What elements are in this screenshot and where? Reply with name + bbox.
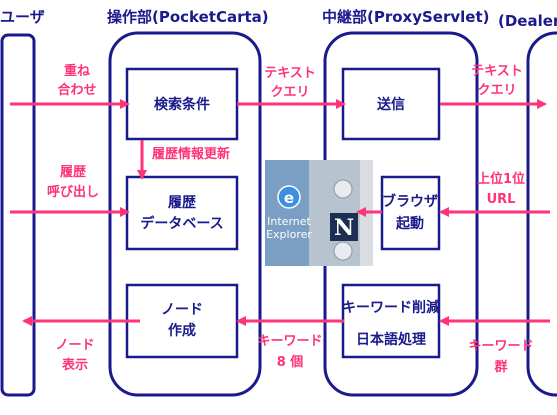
- node-create-label-2: 作成: [168, 322, 196, 339]
- history-db-label-1: 履歴: [168, 194, 196, 211]
- svg-text:e: e: [284, 189, 294, 207]
- label-keyword-group-a: キーワード: [468, 339, 533, 354]
- browser-launch-box: [382, 177, 439, 249]
- browser-launch-label-1: ブラウザ: [382, 193, 438, 210]
- user-column: [2, 35, 34, 395]
- label-text-query-2a: テキスト: [471, 64, 523, 79]
- label-top1-url-b: URL: [487, 192, 516, 207]
- keyword-process-label-1: キーワード削減: [342, 299, 440, 316]
- dealer-column-title: (Dealer): [498, 12, 557, 30]
- ie-label-2: Explorer: [266, 228, 312, 241]
- browser-icons-inset: e Internet Explorer N: [265, 160, 373, 266]
- netscape-glyph: N: [334, 215, 354, 241]
- node-create-label-1: ノード: [161, 302, 203, 318]
- label-keyword-8-b: 8 個: [277, 354, 304, 370]
- send-label: 送信: [376, 96, 405, 113]
- history-db-box: [127, 177, 237, 249]
- label-overlay-1: 重ね: [64, 63, 90, 79]
- label-node-display-1: ノード: [55, 338, 94, 353]
- label-keyword-8-a: キーワード: [257, 334, 322, 349]
- relay-column-title: 中継部(ProxyServlet): [322, 8, 490, 26]
- node-create-box: [127, 285, 237, 357]
- netscape-icon: N: [330, 213, 358, 241]
- keyword-process-label-2: 日本語処理: [356, 331, 426, 348]
- label-node-display-2: 表示: [61, 357, 88, 373]
- label-overlay-2: 合わせ: [57, 82, 96, 98]
- label-keyword-group-b: 群: [494, 359, 507, 375]
- history-db-label-2: データベース: [140, 215, 223, 232]
- ie-label-1: Internet: [267, 215, 311, 228]
- user-column-title: ユーザ: [0, 8, 45, 26]
- operation-column-title: 操作部(PocketCarta): [107, 8, 269, 26]
- label-text-query-2b: クエリ: [477, 83, 516, 98]
- label-history-call-1: 履歴: [60, 165, 86, 180]
- label-history-update: 履歴情報更新: [152, 146, 230, 162]
- internet-explorer-icon: e: [278, 186, 300, 208]
- label-top1-url-a: 上位1位: [477, 171, 525, 187]
- label-text-query-1a: テキスト: [264, 66, 316, 81]
- label-history-call-2: 呼び出し: [47, 184, 99, 200]
- browser-launch-label-2: 起動: [395, 215, 424, 232]
- label-text-query-1b: クエリ: [270, 85, 309, 100]
- search-condition-label: 検索条件: [154, 96, 210, 113]
